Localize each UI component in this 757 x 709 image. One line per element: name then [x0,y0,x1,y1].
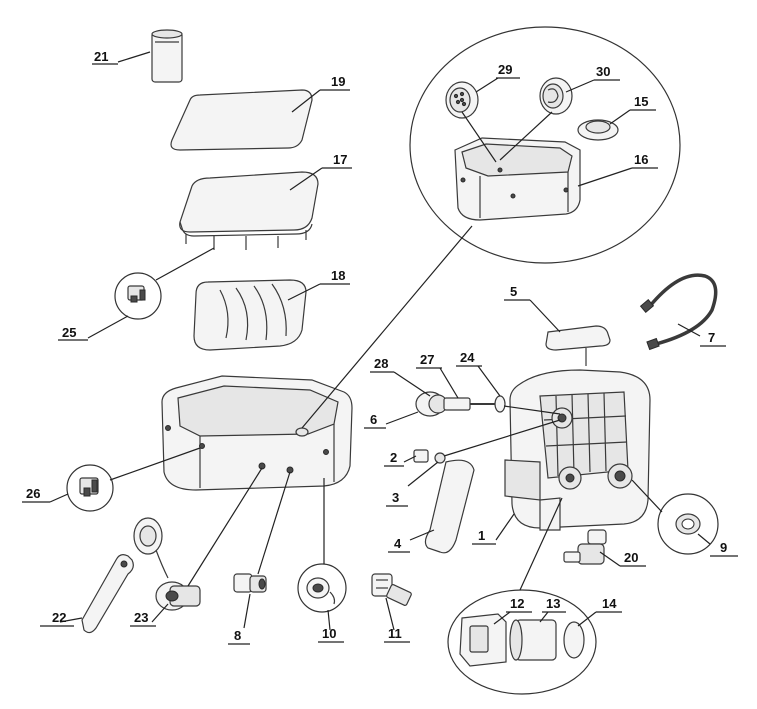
label-underlines [22,63,738,645]
callout-6: 6 [370,412,377,427]
callout-2: 2 [390,450,397,465]
callout-8: 8 [234,628,241,643]
part-24-o-ring [494,395,506,413]
callout-5: 5 [510,284,517,299]
callout-18: 18 [331,268,345,283]
callout-3: 3 [392,490,399,505]
callout-10: 10 [322,626,336,641]
part-26-clip-callout [66,464,114,512]
callout-24: 24 [460,350,475,365]
part-10-callout [297,563,347,613]
callout-30: 30 [596,64,610,79]
part-18-cushion [193,279,307,351]
part-4-lever [424,459,475,554]
callout-23: 23 [134,610,148,625]
part-27-valve-stem [443,397,498,411]
callout-12: 12 [510,596,524,611]
part-29-jet [445,81,479,119]
part-22-wrench [81,554,134,634]
part-8-connector [233,573,267,593]
part-9-ring-callout [657,493,719,555]
part-20-elbow [563,529,607,565]
part-23-drain-plug [133,517,201,611]
callout-14: 14 [602,596,617,611]
callout-labels: 21 19 17 18 25 29 30 15 16 5 7 28 27 24 … [26,49,727,643]
callout-26: 26 [26,486,40,501]
callout-28: 28 [374,356,388,371]
part-13-filter-cartridge [509,619,557,661]
part-30-jet [539,77,573,115]
part-2-knob [413,449,429,463]
callout-9: 9 [720,540,727,555]
part-7-hose [639,273,718,351]
part-15-cap [577,119,619,141]
callout-15: 15 [634,94,648,109]
callout-16: 16 [634,152,648,167]
callout-27: 27 [420,352,434,367]
part-14-filter-cap [563,621,585,659]
part-25-clip-callout [114,272,162,320]
leader-lines [49,51,711,631]
part-3-washer [434,452,446,464]
callout-13: 13 [546,596,560,611]
callout-20: 20 [624,550,638,565]
main-tub [161,375,353,491]
callout-11: 11 [388,626,402,641]
part-17-cover [179,171,319,250]
part-19-pad [170,89,313,151]
part-21-cylinder [151,29,183,83]
part-5-lid [545,325,611,366]
callout-22: 22 [52,610,66,625]
callout-17: 17 [333,152,347,167]
callout-1: 1 [478,528,485,543]
callout-21: 21 [94,49,108,64]
callout-4: 4 [394,536,402,551]
part-16-inner-tub [454,137,581,221]
part-1-pump-unit [504,369,651,531]
part-12-filter-housing [459,613,507,667]
callout-29: 29 [498,62,512,77]
callout-19: 19 [331,74,345,89]
part-11-fitting [371,573,412,606]
callout-7: 7 [708,330,715,345]
callout-25: 25 [62,325,76,340]
